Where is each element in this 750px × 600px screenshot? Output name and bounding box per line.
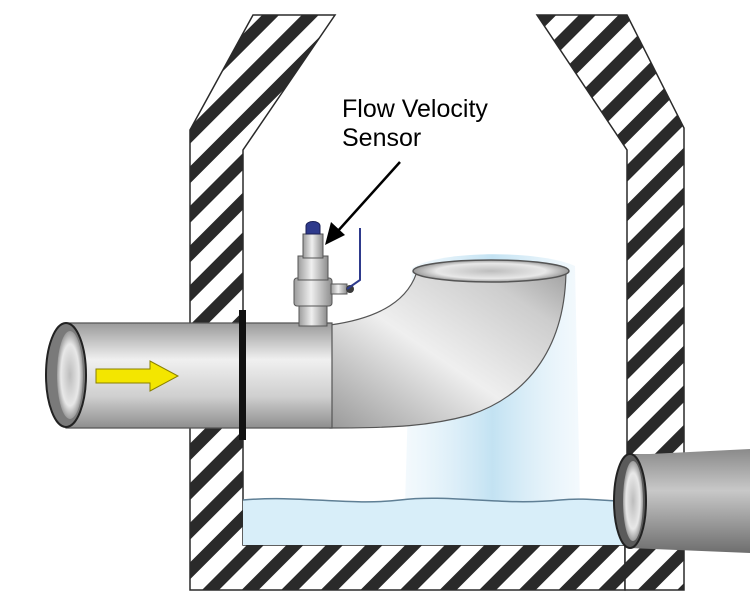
callout-line [336, 161, 401, 233]
inlet-opening-inner [57, 331, 83, 419]
outlet-pipe [613, 449, 750, 553]
water-body [243, 498, 625, 545]
outlet-pipe-inner [623, 461, 643, 541]
sensor-nut [297, 255, 329, 281]
sensor-port-tip [346, 285, 354, 293]
water-surface [242, 497, 626, 503]
callout-arrowhead [325, 222, 345, 245]
flow-velocity-sensor [293, 221, 361, 327]
elbow-pipe [329, 267, 567, 429]
pipe-flange [239, 310, 246, 440]
sensor-stem [302, 233, 324, 259]
elbow-opening [412, 259, 570, 283]
sensor-base [298, 303, 328, 327]
sensor-cap [305, 221, 321, 235]
sensor-body [293, 277, 333, 307]
right-arrow-icon [95, 360, 180, 392]
sensor-cable [346, 228, 361, 290]
sensor-port [330, 283, 348, 295]
floor-wall [624, 544, 685, 591]
inlet-pipe [45, 259, 570, 440]
sensor-label-line1: Flow Velocity [342, 95, 488, 123]
outlet-pipe-body [630, 449, 750, 553]
sensor-label-line2: Sensor [342, 124, 421, 152]
sensor-callout: Flow Velocity Sensor [325, 95, 488, 245]
water-pool [242, 497, 626, 545]
